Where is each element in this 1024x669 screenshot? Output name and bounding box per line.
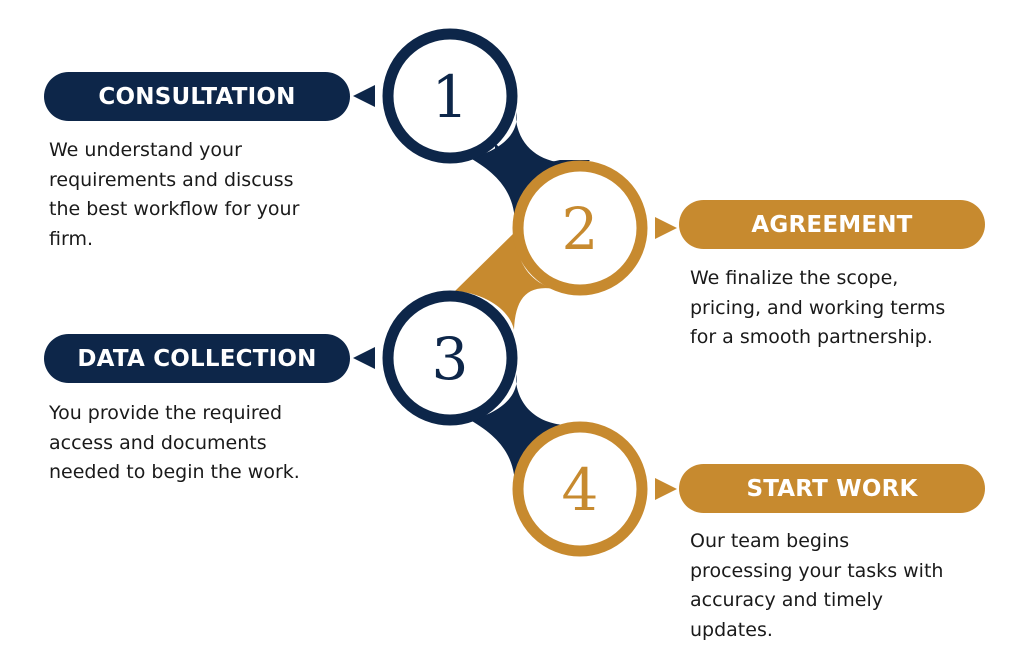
step-2-arrow-icon	[655, 217, 677, 239]
step-3-arrow-icon	[353, 347, 375, 369]
description-line: We understand your	[49, 139, 242, 161]
connector-1-2-body	[470, 112, 575, 225]
description-line: for a smooth partnership.	[690, 326, 933, 348]
step-4-description: Our team begins processing your tasks wi…	[690, 527, 990, 645]
description-line: the best workflow for your	[49, 198, 300, 220]
step-3-number: 3	[432, 325, 469, 393]
description-line: processing your tasks with	[690, 559, 944, 582]
step-4-node	[512, 421, 648, 557]
step-4-number: 4	[562, 456, 599, 524]
description-line: firm.	[49, 227, 93, 250]
step-4-title: START WORK	[746, 475, 918, 502]
description-line: Our team begins	[690, 530, 850, 552]
step-2-title: AGREEMENT	[751, 211, 913, 238]
description-line: pricing, and working terms	[690, 296, 946, 319]
step-1-title: CONSULTATION	[98, 83, 296, 110]
step-1-number: 1	[432, 63, 469, 131]
step-4-title-pill: START WORK	[679, 464, 985, 513]
connector-2-3-body	[455, 232, 560, 340]
step-3-title: DATA COLLECTION	[77, 345, 317, 372]
step-3-description: You provide the required access and docu…	[49, 399, 349, 488]
description-line: We finalize the scope,	[690, 267, 899, 289]
step-3-node	[382, 290, 518, 426]
step-3-title-pill: DATA COLLECTION	[44, 334, 350, 383]
step-2-node	[512, 160, 648, 296]
description-line: requirements and discuss	[49, 168, 294, 191]
step-2-number: 2	[562, 195, 599, 263]
description-line: accuracy and timely	[690, 589, 883, 611]
step-4-arrow-icon	[655, 478, 677, 500]
step-1-node	[382, 28, 518, 164]
step-1-arrow-icon	[353, 85, 375, 107]
step-1-description: We understand your requirements and disc…	[49, 136, 349, 254]
step-1-title-pill: CONSULTATION	[44, 72, 350, 121]
description-line: updates.	[690, 618, 773, 641]
connector-3-4-body	[470, 374, 575, 487]
description-line: needed to begin the work.	[49, 461, 300, 483]
description-line: You provide the required	[49, 402, 283, 424]
description-line: access and documents	[49, 431, 267, 454]
step-2-description: We finalize the scope, pricing, and work…	[690, 264, 990, 353]
step-2-title-pill: AGREEMENT	[679, 200, 985, 249]
